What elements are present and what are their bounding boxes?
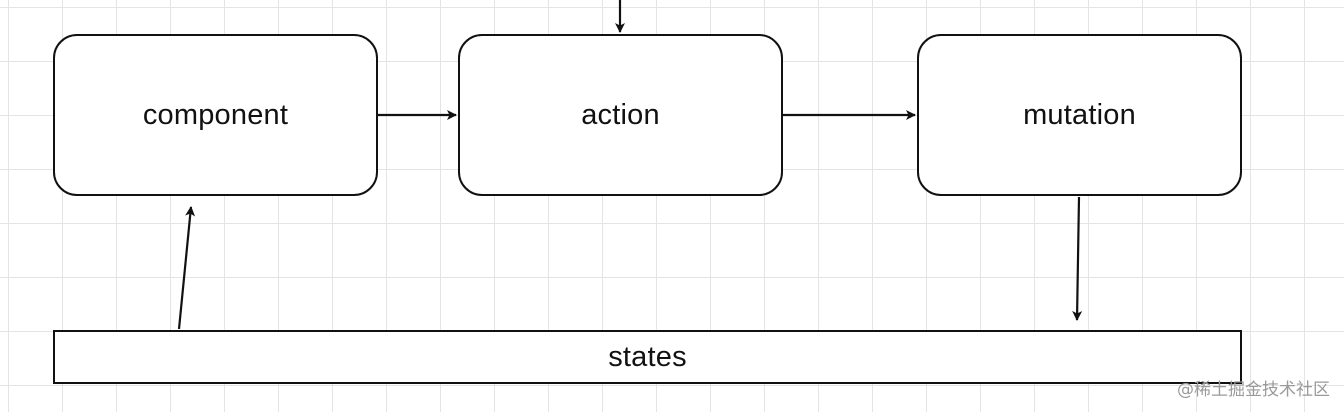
node-component[interactable]: component — [53, 34, 378, 196]
node-states-label: states — [608, 340, 687, 373]
node-mutation[interactable]: mutation — [917, 34, 1242, 196]
edge-mutation-to-states — [1072, 196, 1083, 321]
watermark-text: @稀土掘金技术社区 — [1177, 380, 1330, 400]
node-states[interactable]: states — [53, 330, 1242, 384]
node-action[interactable]: action — [458, 34, 783, 196]
node-action-label: action — [581, 98, 660, 131]
node-component-label: component — [142, 98, 289, 131]
edge-states-to-component — [177, 206, 196, 330]
node-mutation-label: mutation — [1023, 98, 1136, 131]
